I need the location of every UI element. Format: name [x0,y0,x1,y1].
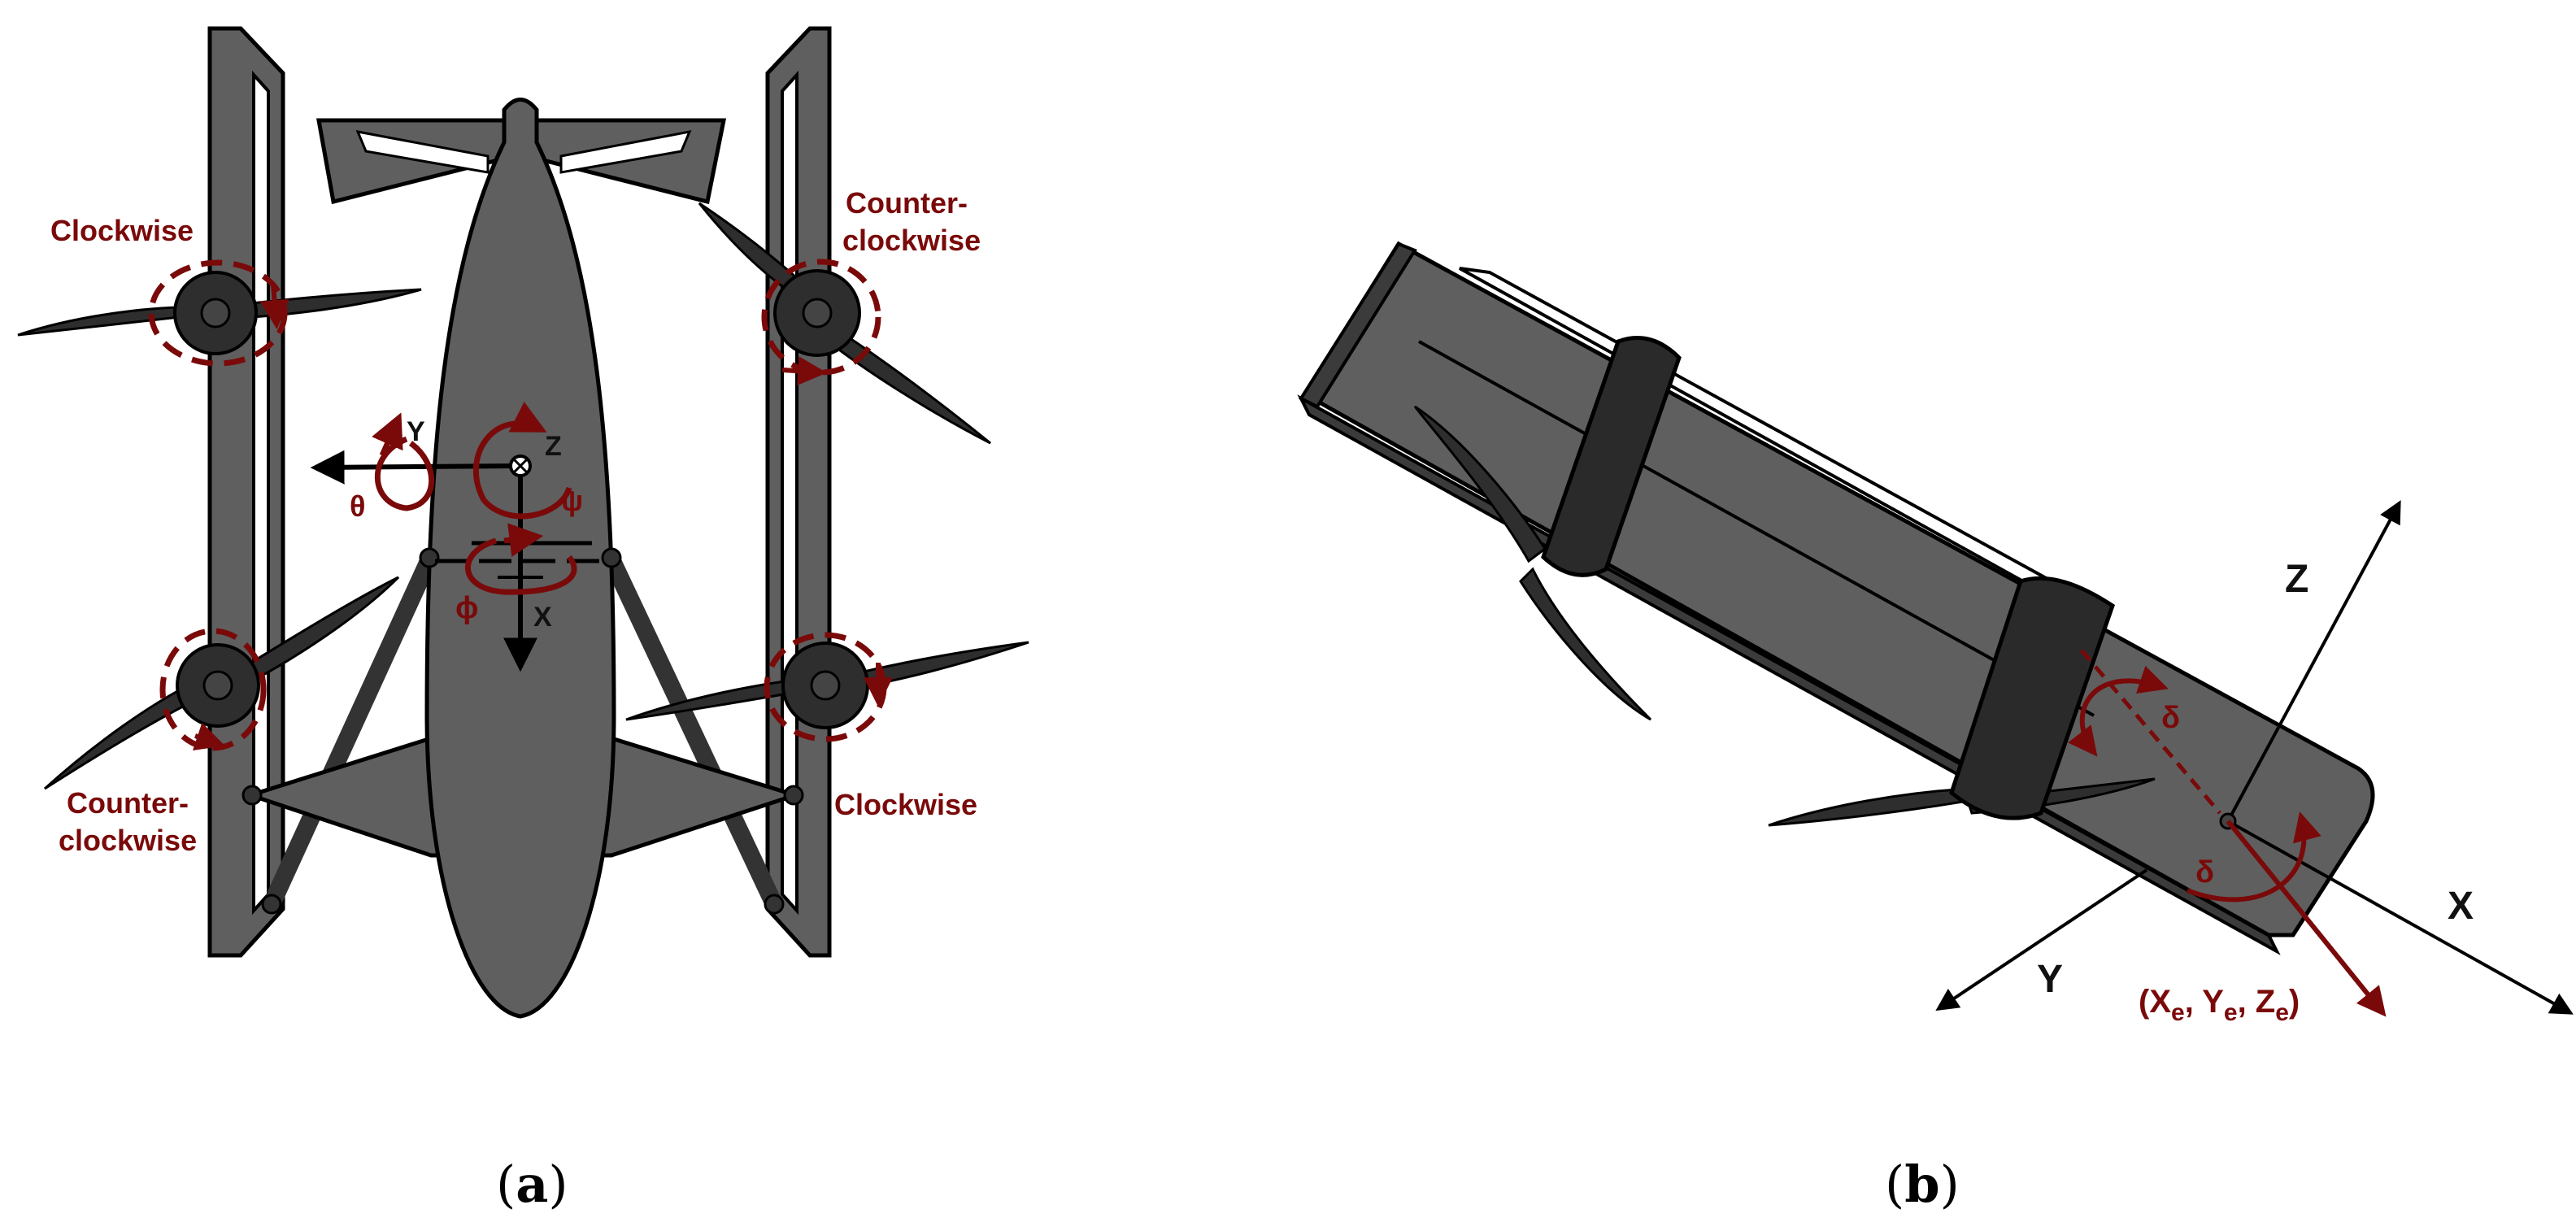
axis-label-x-a: X [533,602,552,633]
thrust-vector [2068,649,2387,1017]
caption-b-letter: b [1904,1155,1939,1214]
label-clockwise-top-left: Clockwise [50,214,194,247]
left-frame [207,26,285,958]
axis-label-y-b: Y [2037,958,2063,1001]
axis-label-z-b: Z [2285,558,2308,601]
label-counterclockwise-top-right-line1: Counter- [846,186,968,220]
label-counterclockwise-bottom-left-line2: clockwise [59,824,197,857]
label-clockwise-bottom-right: Clockwise [834,788,977,821]
thrust-sep-1: , Y [2185,984,2225,1020]
delta-label-lower: δ [2195,855,2214,890]
angle-psi-label: ψ [561,484,583,517]
axis-label-y-a: Y [407,416,425,447]
right-frame [765,26,832,958]
caption-a: (a) [496,1155,568,1214]
thrust-sub-2: e [2224,999,2238,1026]
angle-theta-label: θ [350,489,365,523]
axis-label-z-a: Z [545,431,562,462]
thrust-sub-3: e [2275,999,2289,1026]
thrust-sub-1: e [2171,999,2185,1026]
propeller-b-lower [1768,576,2156,827]
angle-phi-label: ϕ [455,591,478,625]
propeller-top-right [698,202,991,445]
thrust-label-open: (X [2139,984,2171,1020]
panel-a-labels: Clockwise Counter- clockwise Counter- cl… [50,186,981,857]
inertial-axes [1935,500,2574,1015]
thrust-sep-2: , Z [2238,984,2276,1020]
delta-label-upper: δ [2161,701,2180,735]
slab-body [1297,241,2375,955]
caption-a-open: ( [496,1155,516,1214]
joints [242,547,804,915]
thrust-label-close: ) [2289,984,2300,1020]
propeller-bottom-left [43,576,400,790]
propeller-b-upper [1413,336,1682,721]
panel-a: Clockwise Counter- clockwise Counter- cl… [17,26,1029,1214]
axis-label-x-b: X [2448,885,2474,928]
label-counterclockwise-top-right-line2: clockwise [842,224,981,257]
panel-b: Z Y X δ δ (Xe, Ye, Ze) (b) [1297,241,2574,1214]
caption-b-close: ) [1940,1155,1960,1214]
tail-wing [316,118,727,205]
caption-a-close: ) [548,1155,568,1214]
rotation-arrows [372,402,577,595]
caption-a-letter: a [516,1155,548,1214]
caption-b: (b) [1885,1155,1960,1214]
caption-b-open: ( [1885,1155,1904,1214]
thrust-point-label: (Xe, Ye, Ze) [2139,984,2300,1026]
propeller-bottom-right [625,632,1029,742]
propeller-top-left [17,259,422,367]
label-counterclockwise-bottom-left-line1: Counter- [67,786,189,820]
panel-b-labels: Z Y X δ δ (Xe, Ye, Ze) [2037,558,2474,1026]
struts [263,550,783,913]
